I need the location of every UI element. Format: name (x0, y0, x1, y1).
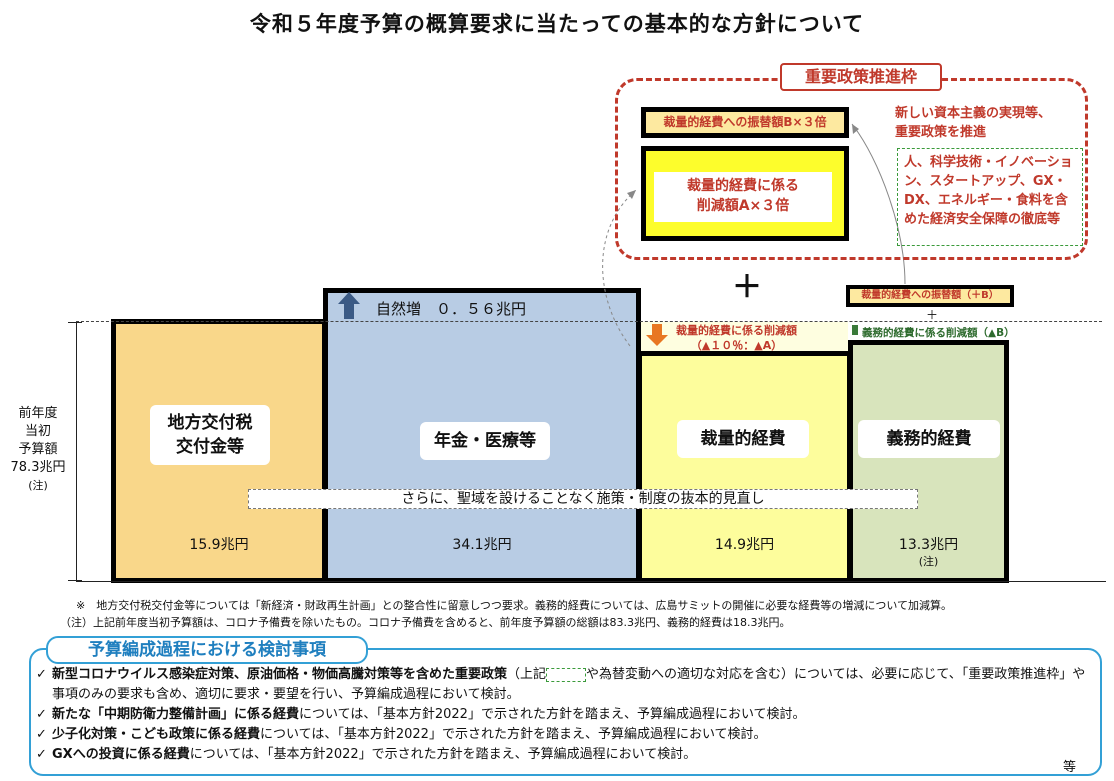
natural-increase-label: 自然増 ０．５６兆円 (376, 300, 527, 318)
review-band: さらに、聖域を設けることなく施策・制度の抜本的見直し (248, 489, 918, 509)
consideration-item: ✓ 新たな「中期防衛力整備計画」に係る経費については、「基本方針2022」で示さ… (36, 705, 1096, 725)
check-icon: ✓ (36, 747, 47, 762)
priority-cut-label: 裁量的経費に係る 削減額A×３倍 (654, 172, 832, 222)
discretionary-block (637, 351, 852, 583)
prior-budget-line1: 前年度 (18, 406, 58, 421)
priority-caption-line1: 新しい資本主義の実現等、 (895, 106, 1052, 121)
considerations-frame (29, 648, 1102, 776)
connector-discretionary-arrowhead (627, 190, 636, 199)
up-arrow-stem (344, 303, 354, 319)
local-tax-label-line2: 交付金等 (176, 437, 244, 457)
prior-budget-amount: 78.3兆円 (10, 460, 66, 475)
consideration-item: ✓ 少子化対策・こども政策に係る経費については、「基本方針2022」で示された方… (36, 725, 1096, 745)
bracket-top-tick (68, 322, 82, 323)
bracket-bottom-tick (68, 580, 82, 581)
consideration-1-bold: 新型コロナウイルス感染症対策、原油価格・物価高騰対策等を含めた重要政策 (52, 667, 508, 682)
consideration-4-bold: GXへの投資に係る経費 (52, 747, 190, 762)
check-icon: ✓ (36, 707, 47, 722)
plus-big: ＋ (732, 270, 762, 305)
page-title: 令和５年度予算の概算要求に当たっての基本的な方針について (249, 12, 865, 36)
pension-medical-amount: 34.1兆円 (452, 537, 512, 553)
prior-budget-line3: 予算額 (18, 442, 58, 457)
consideration-1-text: や為替変動への適切な対応を含む）については、必要に応じて、「重要政策推進枠」や事… (52, 667, 1086, 702)
mandatory-cut-label: 義務的経費に係る削減額（▲B） (862, 327, 1015, 339)
local-tax-label: 地方交付税 交付金等 (150, 405, 270, 465)
consideration-2-text: については、「基本方針2022」で示された方針を踏まえ、予算編成過程において検討… (299, 707, 806, 722)
consideration-item: ✓ GXへの投資に係る経費については、「基本方針2022」で示された方針を踏まえ… (36, 745, 1096, 765)
prior-budget-note: (注) (28, 479, 48, 492)
prior-level-line (76, 321, 1102, 322)
check-icon: ✓ (36, 667, 47, 682)
priority-title: 重要政策推進枠 (780, 63, 942, 91)
down-arrow-stem (652, 324, 662, 336)
bracket-line (76, 322, 77, 580)
mandatory-label: 義務的経費 (858, 420, 1000, 458)
priority-cut-line2: 削減額A×３倍 (696, 198, 790, 214)
check-icon: ✓ (36, 727, 47, 742)
prior-budget-label: 前年度 当初 予算額 78.3兆円 (注) (2, 405, 74, 495)
consideration-item: ✓ 新型コロナウイルス感染症対策、原油価格・物価高騰対策等を含めた重要政策（上記… (36, 665, 1096, 705)
base-line (76, 581, 1106, 582)
connector-mandatory (851, 123, 906, 285)
priority-cut-line1: 裁量的経費に係る (687, 178, 799, 194)
considerations-list: ✓ 新型コロナウイルス感染症対策、原油価格・物価高騰対策等を含めた重要政策（上記… (36, 665, 1096, 765)
considerations-title: 予算編成過程における検討事項 (46, 636, 368, 664)
discretionary-label: 裁量的経費 (677, 420, 809, 458)
discretionary-amount: 14.9兆円 (714, 537, 775, 553)
mandatory-note: (注) (918, 555, 939, 568)
discretionary-cut-line1: 裁量的経費に係る削減額 (676, 324, 797, 337)
footnote-1: ※ 地方交付税交付金等については「新経済・財政再生計画」との整合性に留意しつつ要… (76, 599, 953, 612)
consideration-3-bold: 少子化対策・こども政策に係る経費 (52, 727, 261, 742)
pension-medical-label: 年金・医療等 (420, 422, 550, 460)
connector-mandatory-arrowhead (852, 124, 859, 134)
cut-area (641, 322, 848, 352)
green-down-arrow-icon (852, 325, 858, 335)
consideration-3-text: については、「基本方針2022」で示された方針を踏まえ、予算編成過程において検討… (260, 727, 767, 742)
priority-transfer-box: 裁量的経費への振替額B×３倍 (641, 107, 849, 138)
mandatory-amount: 13.3兆円 (898, 537, 959, 553)
discretionary-cut-line2: （▲１０％：▲A） (690, 339, 783, 352)
prior-budget-line2: 当初 (24, 424, 51, 439)
priority-caption: 新しい資本主義の実現等、 重要政策を推進 (895, 104, 1080, 142)
local-tax-label-line1: 地方交付税 (167, 413, 253, 433)
footnote-2: （注）上記前年度当初予算額は、コロナ予備費を除いたもの。コロナ予備費を含めると、… (60, 616, 791, 629)
mandatory-block (848, 340, 1009, 583)
transfer-box: 裁量的経費への振替額（＋B） (846, 285, 1014, 307)
down-arrow-icon (646, 335, 668, 346)
etc-label: 等 (1063, 760, 1077, 775)
consideration-4-text: については、「基本方針2022」で示された方針を踏まえ、予算編成過程において検討… (189, 747, 697, 762)
green-box-reference-icon (546, 667, 587, 682)
priority-areas-box: 人、科学技術・イノベーション、スタートアップ、GX・DX、エネルギー・食料を含め… (897, 148, 1083, 246)
consideration-2-bold: 新たな「中期防衛力整備計画」に係る経費 (52, 707, 300, 722)
connector-discretionary (602, 189, 637, 347)
priority-caption-line2: 重要政策を推進 (895, 125, 987, 140)
discretionary-cut-label: 裁量的経費に係る削減額 （▲１０％：▲A） (676, 323, 797, 353)
up-arrow-icon (338, 292, 360, 304)
local-tax-amount: 15.9兆円 (189, 537, 249, 553)
footnotes: ※ 地方交付税交付金等については「新経済・財政再生計画」との整合性に留意しつつ要… (60, 597, 1110, 631)
plus-small: ＋ (926, 308, 939, 322)
consideration-1-pre: （上記 (507, 667, 547, 682)
